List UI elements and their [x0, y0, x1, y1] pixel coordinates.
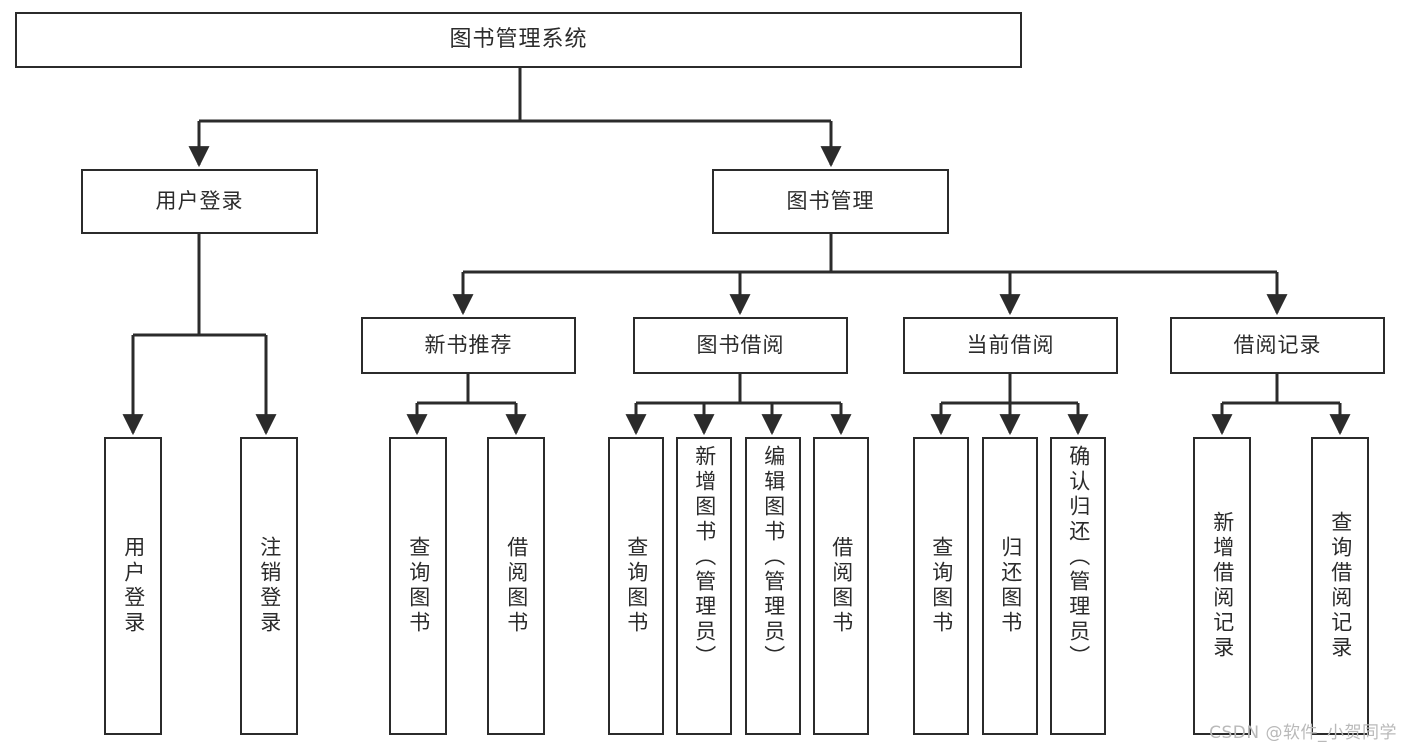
node-root-label: 图书管理系统 [449, 26, 588, 52]
leaf-new-book-borrow-label: 借阅图书 [504, 536, 529, 636]
leaf-current-borrow-query[interactable]: 查询图书 [913, 437, 969, 735]
node-borrow-records-label: 借阅记录 [1233, 332, 1322, 357]
leaf-book-borrow-add[interactable]: 新增图书（管理员） [676, 437, 732, 735]
node-new-book-recommend-label: 新书推荐 [424, 332, 513, 357]
node-book-borrow-label: 图书借阅 [696, 332, 785, 357]
node-current-borrow[interactable]: 当前借阅 [903, 317, 1118, 374]
node-book-manage-label: 图书管理 [786, 188, 875, 213]
leaf-book-borrow-borrow[interactable]: 借阅图书 [813, 437, 869, 735]
csdn-watermark: CSDN @软件_小贺同学 [1209, 723, 1397, 743]
leaf-new-book-borrow[interactable]: 借阅图书 [487, 437, 545, 735]
leaf-borrow-records-query[interactable]: 查询借阅记录 [1311, 437, 1369, 735]
leaf-user-login-logout[interactable]: 注销登录 [240, 437, 298, 735]
leaf-borrow-records-add-label: 新增借阅记录 [1210, 511, 1235, 661]
leaf-borrow-records-add[interactable]: 新增借阅记录 [1193, 437, 1251, 735]
leaf-current-borrow-confirm[interactable]: 确认归还（管理员） [1050, 437, 1106, 735]
leaf-user-login-login[interactable]: 用户登录 [104, 437, 162, 735]
node-root-system[interactable]: 图书管理系统 [15, 12, 1022, 68]
leaf-user-login-login-label: 用户登录 [121, 536, 146, 636]
node-current-borrow-label: 当前借阅 [966, 332, 1055, 357]
leaf-book-borrow-add-label: 新增图书（管理员） [692, 445, 717, 670]
node-user-login-label: 用户登录 [155, 188, 244, 213]
node-book-manage[interactable]: 图书管理 [712, 169, 949, 234]
leaf-book-borrow-query[interactable]: 查询图书 [608, 437, 664, 735]
leaf-book-borrow-edit-label: 编辑图书（管理员） [761, 445, 786, 670]
node-book-borrow[interactable]: 图书借阅 [633, 317, 848, 374]
leaf-current-borrow-confirm-label: 确认归还（管理员） [1066, 445, 1091, 670]
leaf-new-book-query-label: 查询图书 [406, 536, 431, 636]
leaf-new-book-query[interactable]: 查询图书 [389, 437, 447, 735]
leaf-borrow-records-query-label: 查询借阅记录 [1328, 511, 1353, 661]
leaf-book-borrow-edit[interactable]: 编辑图书（管理员） [745, 437, 801, 735]
node-user-login[interactable]: 用户登录 [81, 169, 318, 234]
node-borrow-records[interactable]: 借阅记录 [1170, 317, 1385, 374]
leaf-book-borrow-query-label: 查询图书 [624, 536, 649, 636]
leaf-current-borrow-query-label: 查询图书 [929, 536, 954, 636]
leaf-book-borrow-borrow-label: 借阅图书 [829, 536, 854, 636]
node-new-book-recommend[interactable]: 新书推荐 [361, 317, 576, 374]
leaf-current-borrow-return-label: 归还图书 [998, 536, 1023, 636]
leaf-current-borrow-return[interactable]: 归还图书 [982, 437, 1038, 735]
leaf-user-login-logout-label: 注销登录 [257, 536, 282, 636]
